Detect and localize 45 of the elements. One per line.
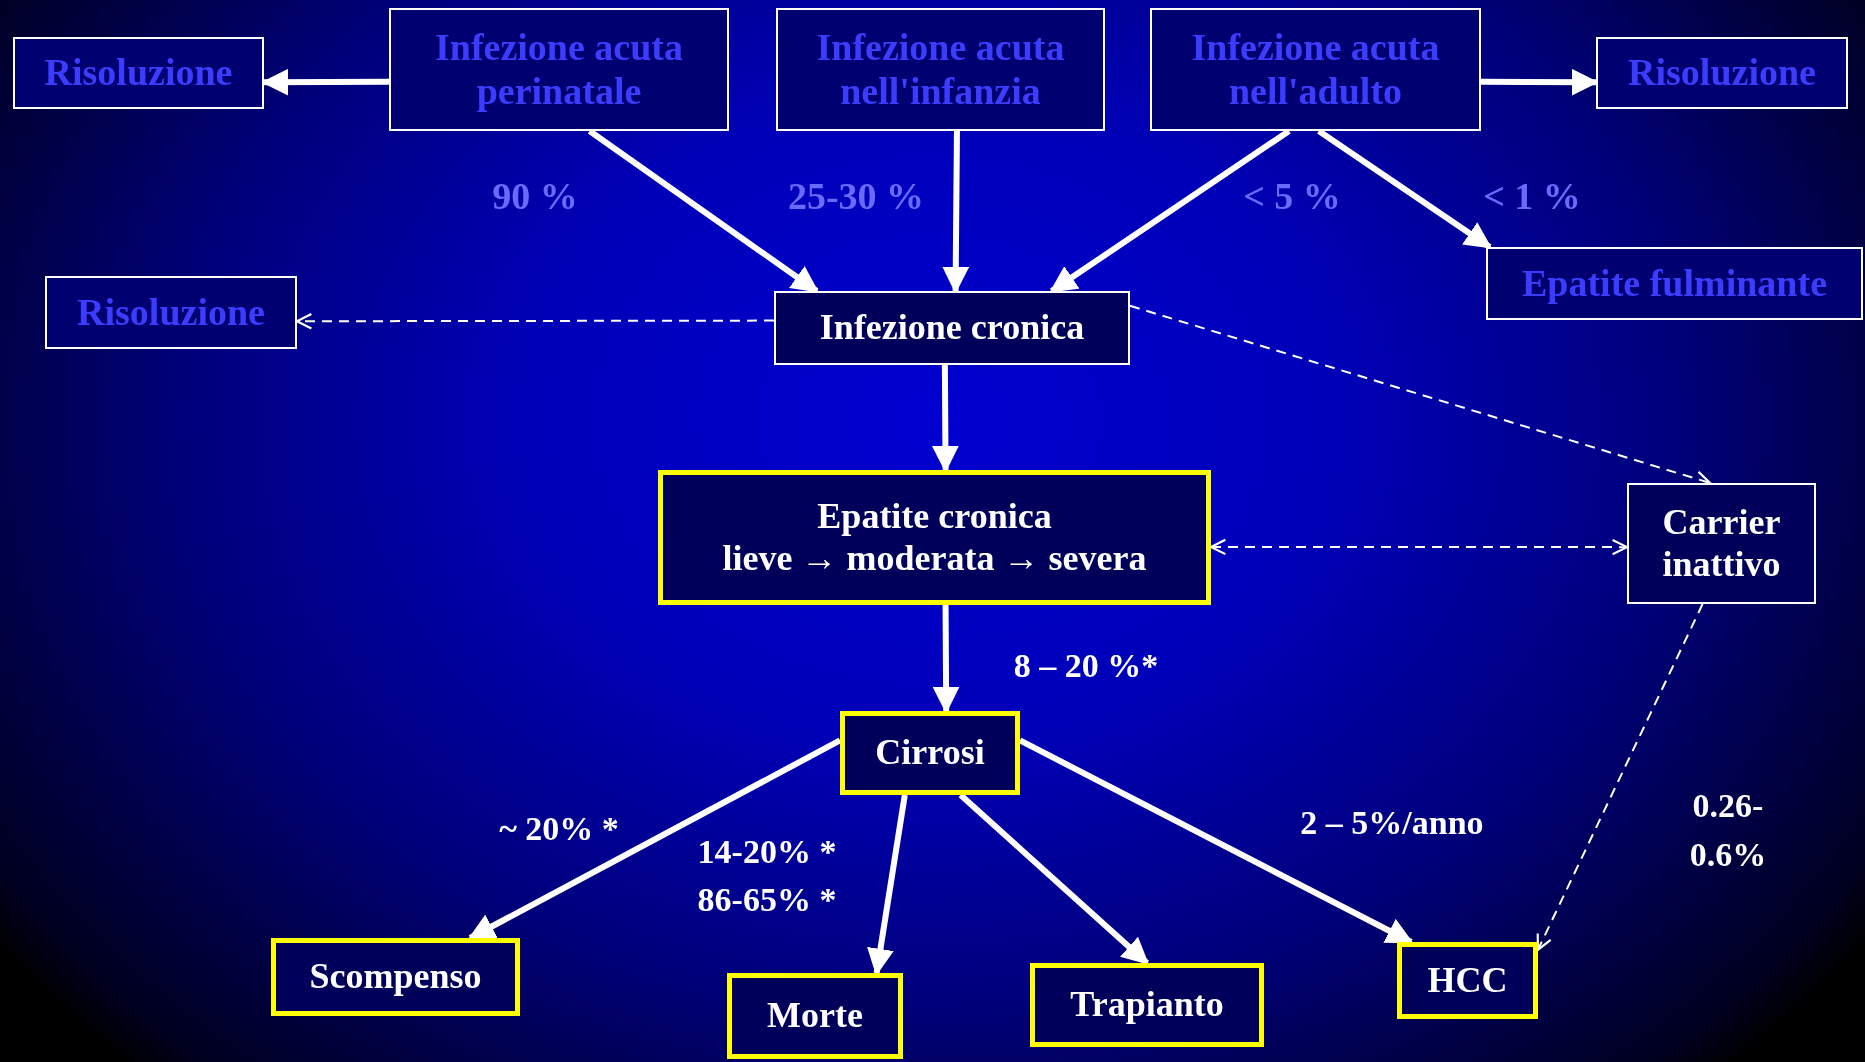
percentage-label: 8 – 20 %*	[1013, 647, 1159, 685]
percentage-label: 0.26- 0.6%	[1688, 785, 1768, 875]
process-box	[1486, 247, 1863, 320]
box-label: Epatite fulminante	[1521, 261, 1828, 306]
box-label: Risoluzione	[1628, 51, 1816, 95]
process-box	[776, 8, 1105, 131]
process-box	[1030, 963, 1264, 1047]
percentage-label: 14-20% *	[697, 833, 837, 871]
box-label: Morte	[767, 995, 863, 1037]
process-box	[840, 711, 1020, 795]
process-box	[389, 8, 729, 131]
process-box	[774, 291, 1130, 365]
process-box	[1596, 37, 1848, 109]
process-box	[1150, 8, 1481, 131]
process-box	[45, 276, 297, 349]
box-label: Carrier inattivo	[1661, 502, 1782, 585]
process-box	[658, 470, 1211, 605]
box-label: Infezione acuta nell'adulto	[1190, 25, 1441, 114]
box-label: Risoluzione	[44, 51, 233, 95]
percentage-label: 86-65% *	[697, 881, 837, 919]
dashed-arrow	[1209, 538, 1629, 556]
box-label: Infezione acuta nell'infanzia	[815, 25, 1066, 114]
box-label: lieve → moderata → severa	[722, 537, 1147, 579]
process-box	[13, 37, 264, 109]
process-box	[1627, 483, 1816, 604]
process-box	[1397, 942, 1538, 1019]
percentage-label: < 5 %	[1243, 174, 1341, 218]
percentage-label: 2 – 5%/anno	[1300, 804, 1484, 842]
process-box	[727, 973, 903, 1059]
arrow	[1018, 737, 1414, 945]
percentage-label: ~ 20% *	[499, 810, 619, 848]
box-label: Cirrosi	[875, 732, 985, 774]
box-label: HCC	[1427, 959, 1508, 1002]
dashed-arrow	[1536, 603, 1704, 951]
process-box	[271, 938, 520, 1016]
box-label: Trapianto	[1070, 984, 1224, 1026]
box-label: Infezione cronica	[819, 307, 1085, 349]
arrow	[942, 130, 970, 294]
box-label: Infezione acuta perinatale	[434, 25, 684, 114]
percentage-label: 90 %	[492, 174, 578, 218]
box-label: Epatite cronica	[817, 496, 1052, 538]
percentage-label: 25-30 %	[787, 174, 925, 218]
percentage-label: < 1 %	[1483, 174, 1581, 218]
box-label: Scompenso	[309, 956, 482, 998]
box-label: Risoluzione	[77, 290, 265, 335]
